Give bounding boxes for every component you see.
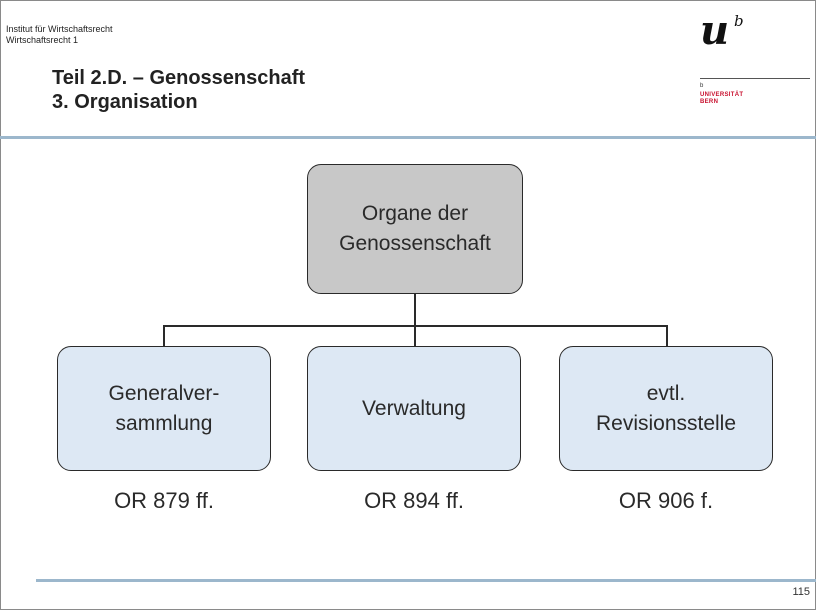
university-logo-superscript: b: [734, 12, 744, 30]
ref-generalversammlung: OR 879 ff.: [114, 488, 214, 513]
footer-divider: [36, 579, 816, 582]
institute-name: Institut für Wirtschaftsrecht: [6, 24, 113, 34]
institute-label: Institut für Wirtschaftsrecht Wirtschaft…: [6, 24, 113, 46]
course-name: Wirtschaftsrecht 1: [6, 35, 79, 45]
connector-root-down: [414, 294, 416, 326]
node-verwaltung: Verwaltung: [307, 346, 521, 471]
node-revisionsstelle: evtl. Revisionsstelle: [559, 346, 773, 471]
logo-small-b: b: [700, 83, 704, 89]
page-number: 115: [792, 586, 810, 598]
logo-text-line1: UNIVERSITÄT: [700, 92, 744, 98]
slide-title-line1: Teil 2.D. – Genossenschaft: [52, 67, 306, 89]
ref-revisionsstelle: OR 906 f.: [618, 488, 714, 513]
connector-child-2: [414, 325, 416, 346]
node-child-2-line1: Verwaltung: [362, 396, 466, 420]
connector-child-3: [666, 325, 668, 346]
slide-title: Teil 2.D. – Genossenschaft 3. Organisati…: [52, 66, 305, 114]
node-child-3-line2: Revisionsstelle: [595, 411, 737, 435]
node-child-1-line2: sammlung: [115, 411, 213, 435]
connector-child-1: [163, 325, 165, 346]
node-child-3-line1: evtl.: [646, 381, 686, 405]
university-logo-mark: u: [700, 7, 730, 54]
node-root-line1: Organe der: [361, 202, 469, 225]
node-child-1-line1: Generalver-: [108, 381, 220, 405]
logo-divider: [700, 78, 810, 79]
ref-verwaltung: OR 894 ff.: [364, 488, 464, 513]
university-logo-text: UNIVERSITÄT BERN: [700, 92, 743, 106]
logo-text-line2: BERN: [700, 99, 719, 105]
node-organe-der-genossenschaft: Organe der Genossenschaft: [307, 164, 523, 294]
slide-title-line2: 3. Organisation: [52, 91, 198, 113]
header-divider: [0, 136, 816, 139]
node-generalversammlung: Generalver- sammlung: [57, 346, 271, 471]
node-root-line2: Genossenschaft: [339, 232, 491, 255]
